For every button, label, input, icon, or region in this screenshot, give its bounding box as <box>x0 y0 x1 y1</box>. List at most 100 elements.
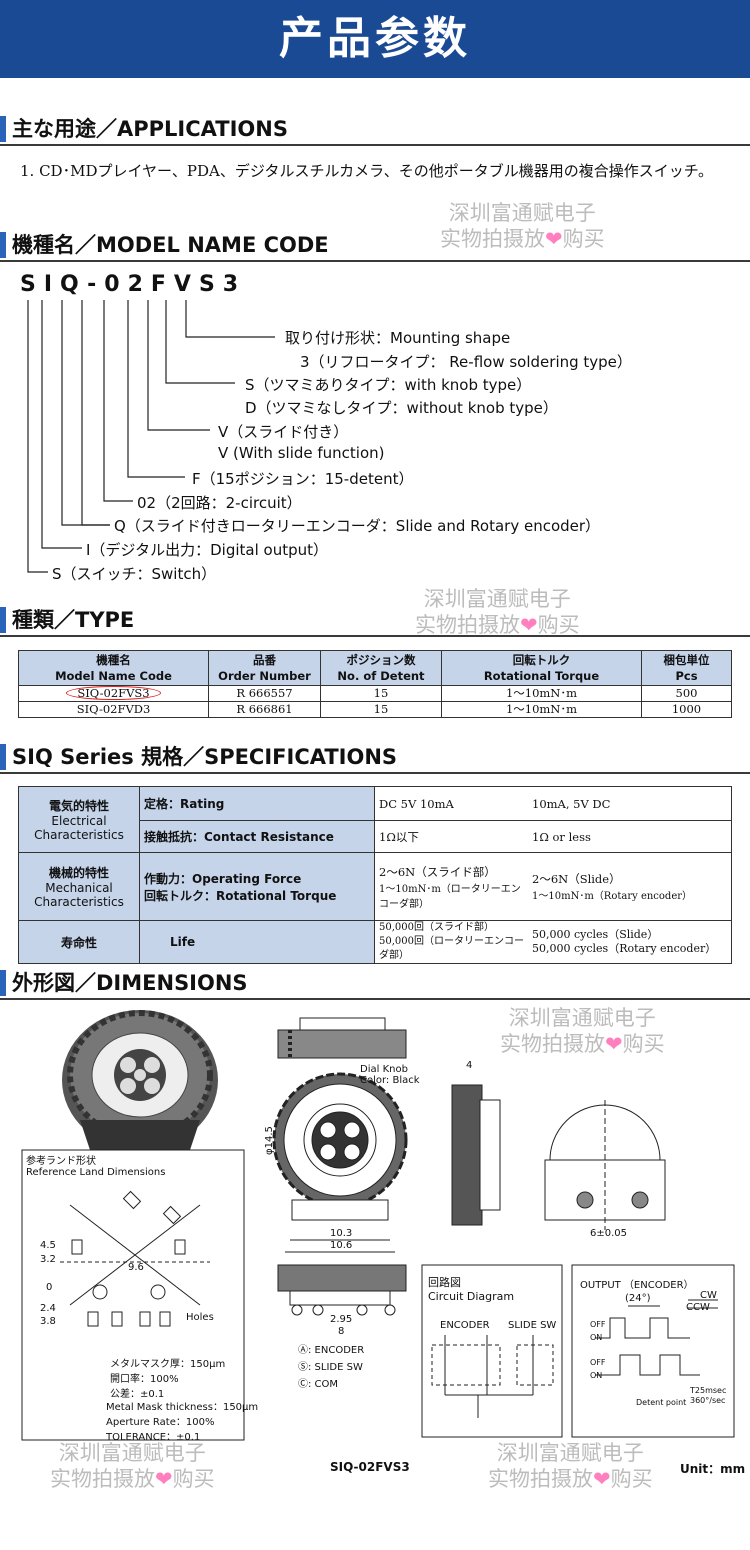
applications-text: 1. CD･MDプレイヤー、PDA、デジタルスチルカメラ、その他ポータブル機器用… <box>20 162 714 180</box>
spec-value: 2～6N（Slide）1～10mN･m（Rotary encoder） <box>528 852 732 921</box>
code-label: S（ツマミありタイプ：with knob type） <box>245 376 532 394</box>
dim-label: 8 <box>338 1326 345 1337</box>
heart-icon: ❤ <box>155 1467 173 1491</box>
watermark: 深圳富通赋电子 实物拍摄放❤购买 <box>500 1005 665 1057</box>
knob-side-view <box>277 1017 407 1059</box>
watermark-line1: 深圳富通赋电子 <box>496 1441 644 1465</box>
code-label: V（スライド付き） <box>218 423 349 441</box>
watermark-line2a: 实物拍摄放 <box>488 1467 593 1491</box>
code-label: D（ツマミなしタイプ：without knob type） <box>245 399 558 417</box>
spec-value: 10mA, 5V DC <box>528 786 732 821</box>
watermark-line2b: 购买 <box>562 227 605 251</box>
table-cell: 500 <box>641 685 732 702</box>
dimension-svg <box>21 1010 735 1441</box>
watermark-line2b: 购买 <box>537 613 580 637</box>
table-cell: 15 <box>320 685 442 702</box>
ccw-label: CCW <box>686 1302 710 1313</box>
page-banner: 产品参数 <box>0 0 750 78</box>
section-title: 機種名／MODEL NAME CODE <box>12 233 329 257</box>
code-label: 3（リフロータイプ： Re-flow soldering type） <box>300 353 632 371</box>
spec-item: Life <box>139 920 375 964</box>
section-title: SIQ Series 規格／SPECIFICATIONS <box>12 745 398 769</box>
section-title: 種類／TYPE <box>12 608 135 632</box>
spec-value: 50,000 cycles（Slide）50,000 cycles（Rotary… <box>528 920 732 964</box>
table-cell: 1～10mN･m <box>441 685 642 702</box>
knob-right-view <box>451 1084 666 1230</box>
table-row: 寿命性 Life 50,000回（スライド部）50,000回（ロータリーエンコー… <box>18 920 732 964</box>
off-label: OFF <box>590 1320 606 1329</box>
section-applications: 主な用途／APPLICATIONS <box>0 112 750 146</box>
dim-label: 6±0.05 <box>590 1228 628 1239</box>
slide-sw-label: SLIDE SW <box>508 1320 557 1331</box>
table-cell: R 666557 <box>208 685 321 702</box>
code-label: S（スイッチ：Switch） <box>52 565 217 583</box>
circuit-diagram <box>431 1335 554 1418</box>
heart-icon: ❤ <box>520 613 538 637</box>
table-row: SIQ-02FVD3 R 666861 15 1～10mN･m 1000 <box>18 701 732 718</box>
dim-label: φ14.5 <box>263 1126 275 1155</box>
table-cell-model: SIQ-02FVS3 <box>18 685 209 702</box>
speed-label: 360°/sec <box>690 1396 726 1405</box>
dim-label: 2.95 <box>330 1314 353 1325</box>
table-row: 接触抵抗：Contact Resistance 1Ω以下 1Ω or less <box>19 820 732 853</box>
unit-label: Unit：mm <box>680 1462 746 1476</box>
watermark-line2b: 购买 <box>610 1467 653 1491</box>
watermark-line2b: 购买 <box>622 1032 665 1056</box>
on-label: ON <box>590 1371 603 1380</box>
heart-icon: ❤ <box>545 227 563 251</box>
output-title: OUTPUT （ENCODER） <box>580 1280 694 1291</box>
detent-label: Detent point <box>636 1398 687 1407</box>
output-waveform <box>595 1299 718 1376</box>
dim-label: 0 <box>46 1282 53 1293</box>
code-label: F（15ポジション：15-detent） <box>192 470 414 488</box>
knob-bottom-view <box>277 1264 407 1316</box>
table-cell: 1000 <box>641 701 732 718</box>
dim-label: 4.5 <box>40 1240 56 1251</box>
knob-front-view <box>272 1072 408 1253</box>
model-code-lines <box>27 300 275 573</box>
spec-item: 接触抵抗：Contact Resistance <box>139 820 375 853</box>
dim-label: 3.2 <box>40 1254 56 1265</box>
table-cell: 1～10mN･m <box>441 701 642 718</box>
code-label: 取り付け形状：Mounting shape <box>285 329 511 347</box>
watermark-line2a: 实物拍摄放 <box>50 1467 155 1491</box>
on-label: ON <box>590 1333 603 1342</box>
table-cell: 15 <box>320 701 442 718</box>
code-label: I（デジタル出力：Digital output） <box>86 541 329 559</box>
speed-label: T25msec <box>690 1386 727 1395</box>
watermark: 深圳富通赋电子 实物拍摄放❤购买 <box>415 586 580 638</box>
spec-value: 50,000回（スライド部）50,000回（ロータリーエンコーダ部） <box>374 920 528 964</box>
dim-label: 10.3 <box>330 1228 353 1239</box>
spec-group: 寿命性 <box>18 920 140 964</box>
dim-label: 10.6 <box>330 1240 353 1251</box>
drawing-model: SIQ-02FVS3 <box>330 1460 410 1474</box>
code-label: V (With slide function) <box>218 444 385 462</box>
heart-icon: ❤ <box>605 1032 623 1056</box>
land-pattern <box>60 1190 210 1327</box>
section-title: 主な用途／APPLICATIONS <box>12 117 288 141</box>
angle-label: (24°) <box>625 1293 651 1304</box>
watermark-line1: 深圳富通赋电子 <box>448 201 596 225</box>
section-model: 機種名／MODEL NAME CODE <box>0 228 750 262</box>
dim-label: 3.8 <box>40 1316 56 1327</box>
watermark-line1: 深圳富通赋电子 <box>508 1006 656 1030</box>
dim-label: 2.4 <box>40 1303 56 1314</box>
encoder-label: ENCODER <box>440 1320 490 1331</box>
watermark-line2a: 实物拍摄放 <box>440 227 545 251</box>
watermark-line1: 深圳富通赋电子 <box>58 1441 206 1465</box>
watermark: 深圳富通赋电子 实物拍摄放❤购买 <box>488 1440 653 1492</box>
